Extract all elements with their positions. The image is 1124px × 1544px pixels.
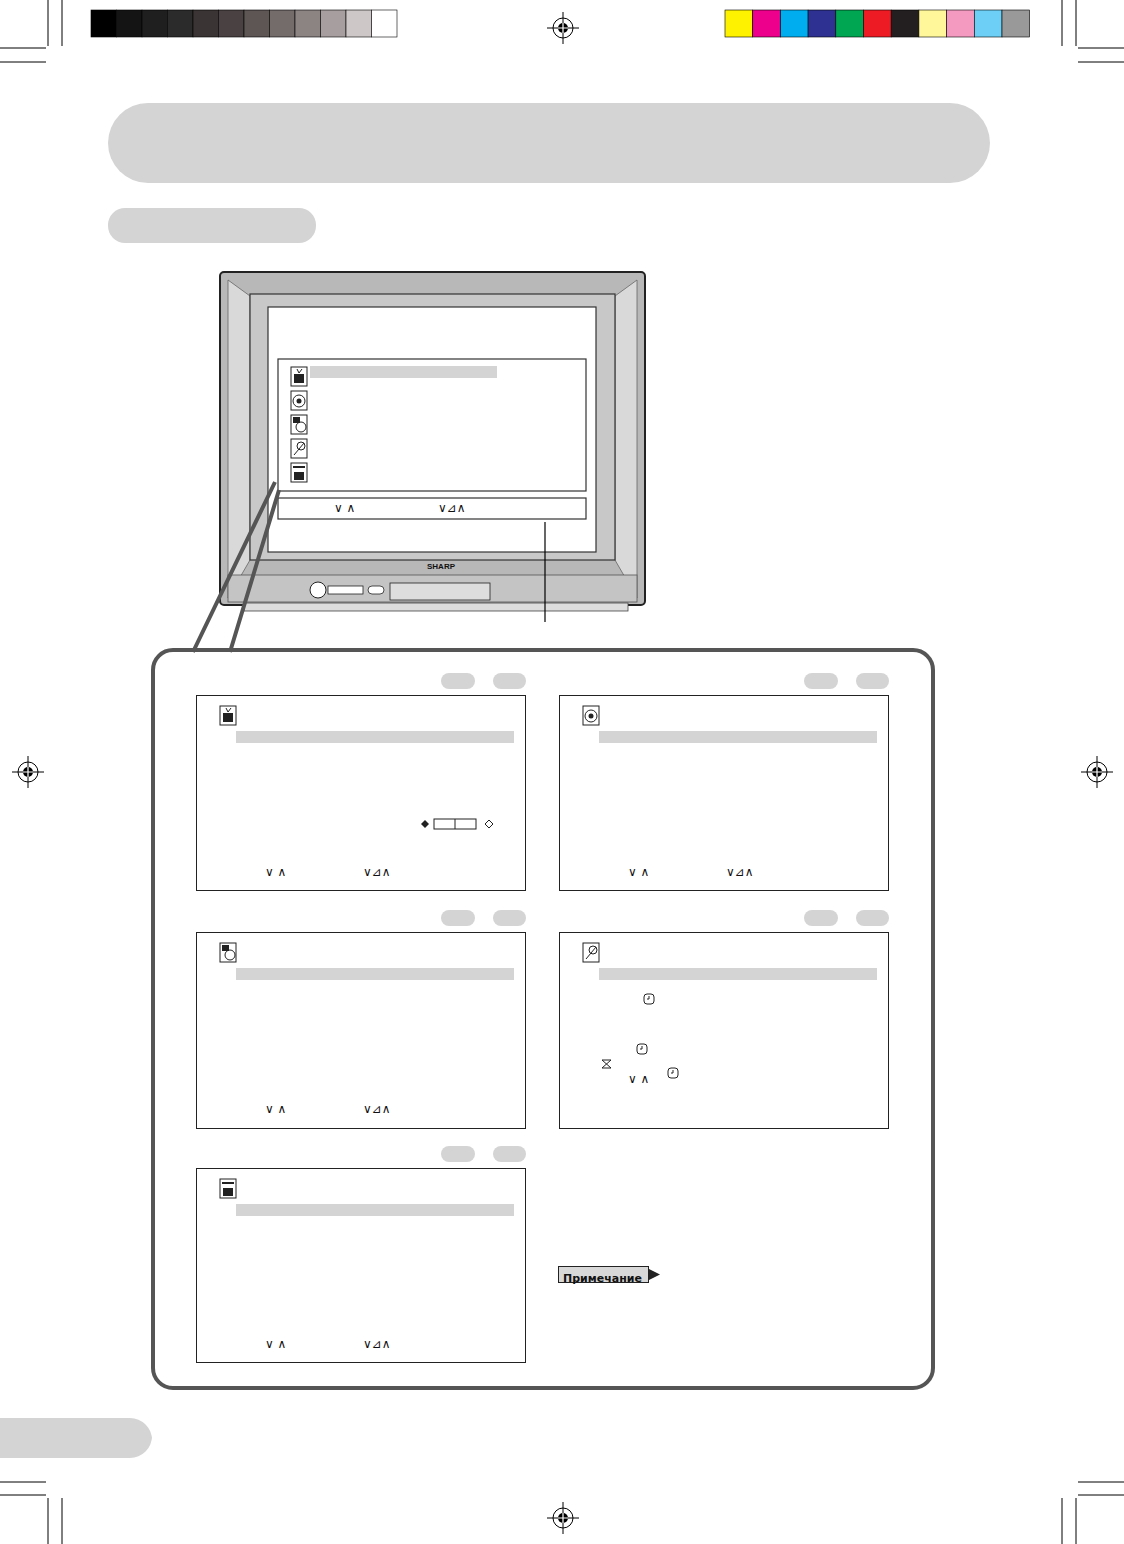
navigation-hint: ∨ ∧ [628, 866, 649, 878]
note-badge: Примечание [558, 1266, 649, 1283]
menu-screen: ∨ ∧ ∨⊿∧ [196, 695, 526, 891]
navigation-hint: ∨ ∧ [334, 502, 355, 514]
navigation-hint: ∨⊿∧ [438, 502, 466, 514]
tv-illustration [220, 272, 645, 611]
page-tabs [441, 673, 889, 1162]
navigation-hint: ∨⊿∧ [363, 1103, 391, 1115]
menu-icons [291, 367, 307, 482]
menu-screen: ∨ ∧ ∨⊿∧ [196, 932, 526, 1129]
menu-screen-details [220, 706, 877, 1216]
note-label: Примечание [559, 1272, 646, 1285]
header-band [108, 103, 990, 183]
menu-screen: ∨ ∧ ∨⊿∧ [196, 1168, 526, 1363]
navigation-hint: ∨⊿∧ [363, 866, 391, 878]
navigation-hint: ∨ ∧ [265, 1338, 286, 1350]
leader-line [544, 522, 545, 622]
navigation-hint: ∨⊿∧ [363, 1338, 391, 1350]
menu-screen: ∨ ∧ ∨⊿∧ [559, 695, 889, 891]
screen-footer-bar: ∨ ∧ ∨⊿∧ [278, 498, 586, 519]
subheader-band [108, 208, 316, 243]
callout-frame [153, 650, 933, 1388]
page-number-tab [0, 1418, 152, 1458]
note-arrow [649, 1269, 660, 1280]
navigation-hint: ∨⊿∧ [726, 866, 754, 878]
registration-marks [12, 12, 1113, 1534]
brand-logo: SHARP [427, 562, 455, 571]
navigation-hint: ∨ ∧ [265, 866, 286, 878]
navigation-hint: ∨ ∧ [265, 1103, 286, 1115]
menu-screen: ∨ ∧ [559, 932, 889, 1129]
callout-lines [193, 482, 279, 652]
navigation-hint: ∨ ∧ [628, 1073, 649, 1085]
colour-bars [91, 10, 1030, 37]
